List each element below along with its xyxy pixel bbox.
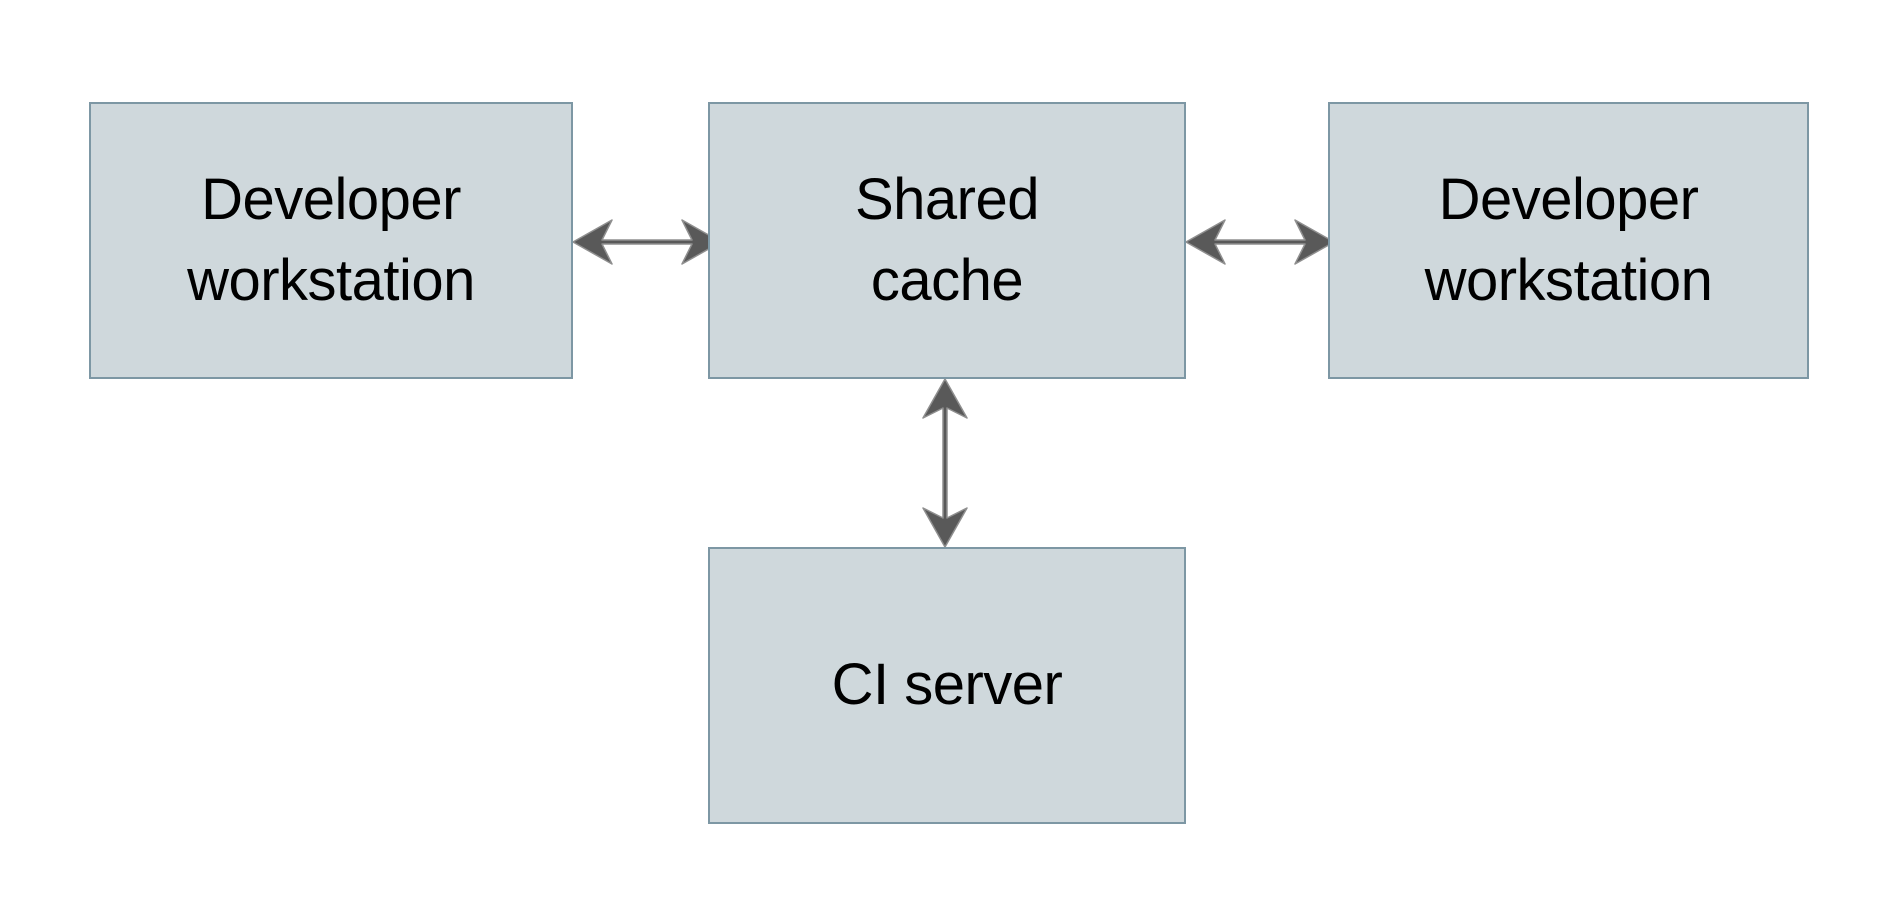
connector-ci-to-shared	[922, 378, 968, 548]
node-label-developer-workstation-right: Developer workstation	[1424, 167, 1713, 313]
node-developer-workstation-right[interactable]: Developer workstation	[1328, 102, 1809, 379]
node-shared-cache[interactable]: Shared cache	[708, 102, 1186, 379]
node-ci-server[interactable]: CI server	[708, 547, 1186, 824]
node-label-ci-server: CI server	[831, 652, 1063, 718]
node-label-shared-cache: Shared cache	[854, 167, 1040, 313]
node-developer-workstation-left[interactable]: Developer workstation	[89, 102, 573, 379]
connector-shared-to-dev-right	[1185, 219, 1335, 265]
node-label-developer-workstation-left: Developer workstation	[187, 167, 475, 313]
connector-dev-left-to-shared	[572, 219, 722, 265]
